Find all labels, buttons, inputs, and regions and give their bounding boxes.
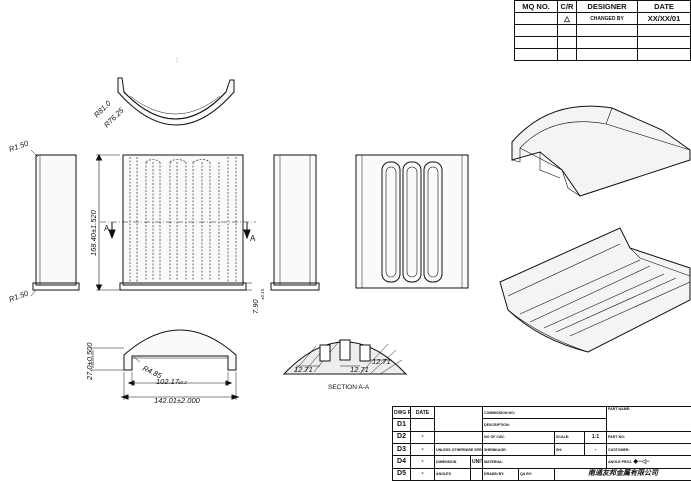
header-designer: DESIGNER — [576, 0, 638, 13]
rev-d5-dash: - — [410, 467, 435, 481]
inner-width-tol: ±0.2 — [178, 380, 187, 385]
revision-row: △ CHANGED BY XX/XX/01 — [514, 12, 691, 25]
description-label: DESCRIPTION: — [481, 418, 608, 432]
slot-width-dim-1: 12.71 — [294, 365, 313, 374]
shrinkage-label: SHRINKAGE: — [482, 442, 555, 457]
commission-label: COMMISSION NO: — [481, 405, 608, 420]
dwg-rev-label: DWG REV — [392, 405, 411, 420]
rev-d2: D2 — [392, 430, 411, 444]
header-mq-no: MQ NO. — [514, 0, 558, 13]
no-of-cav-label: NO OF CAV: — [482, 430, 555, 444]
header-date: DATE — [637, 0, 691, 13]
drawn-by-label: DRAWN BY: — [482, 467, 519, 481]
inner-width-dim: 102.17 — [156, 377, 180, 386]
scale-label: SCALE: — [554, 430, 585, 444]
section-a-a — [282, 339, 408, 375]
angle-proj-label: ANGLE PROJ. — [608, 459, 633, 464]
rev-d3: D3 — [392, 442, 411, 457]
customer-label: CUSTOMER: — [606, 442, 691, 457]
top-height-dim: 27.0±0.500 — [85, 342, 94, 381]
revision-mq-cell — [514, 12, 558, 25]
bottom-view — [90, 329, 240, 400]
revision-empty-row — [514, 24, 691, 37]
section-label: SECTION A-A — [328, 384, 370, 391]
date-label: DATE — [410, 405, 435, 420]
part-name-label: PART NAME: — [606, 406, 691, 432]
sh-label: SH: — [554, 442, 585, 457]
rev-d4: D4 — [392, 455, 411, 469]
rev-d3-dash: - — [410, 442, 435, 457]
isometric-bottom — [499, 227, 691, 353]
title-block: DWG REV DATE COMMISSION NO: PART NAME: D… — [392, 405, 691, 481]
slot-width-dim-3: 12.71 — [372, 357, 391, 366]
dimension-label: DIMENSION — [434, 455, 471, 469]
header-cr: C/R — [557, 0, 577, 13]
edge-radius-bottom-dim: R1.50 — [8, 288, 31, 304]
sh-value: - — [583, 442, 608, 457]
rev-d1: D1 — [392, 418, 411, 432]
revision-delta-icon: △ — [557, 12, 577, 25]
left-side-view — [30, 149, 80, 297]
isometric-top — [511, 105, 691, 197]
angles-label: ANGLES — [434, 467, 471, 481]
top-view-arc — [117, 77, 235, 126]
height-dim: 168.40±1.520 — [89, 209, 98, 256]
revision-empty-row — [514, 48, 691, 61]
edge-radius-top-dim: R1.50 — [8, 138, 31, 154]
scale-value: 1:1 — [583, 430, 608, 444]
revision-date: XX/XX/01 — [637, 12, 691, 25]
rev-d5: D5 — [392, 467, 411, 481]
back-view — [355, 154, 469, 289]
revision-header-row: MQ NO. C/R DESIGNER DATE — [514, 0, 691, 13]
revision-changed-by: CHANGED BY — [576, 12, 638, 25]
revision-table: MQ NO. C/R DESIGNER DATE △ CHANGED BY XX… — [514, 0, 691, 61]
rev-d4-dash: - — [410, 455, 435, 469]
company-name: 南通友邦金属有限公司 — [553, 467, 691, 481]
center-mark: : — [176, 57, 178, 64]
rev-d2-dash: - — [410, 430, 435, 444]
material-label: MATERIAL: — [481, 455, 608, 469]
revision-empty-row — [514, 36, 691, 49]
unit-label: UNIT — [470, 455, 483, 469]
projection-symbol-icon: ◆−◁− — [633, 458, 650, 465]
qa-by-label: QA BY: — [518, 467, 555, 481]
base-thickness-dim: 7.90 — [251, 299, 260, 314]
base-thickness-tol: ±0.15 — [260, 288, 265, 300]
angle-proj: ANGLE PROJ. ◆−◁− — [606, 455, 691, 469]
section-marker-right: A — [250, 234, 256, 243]
part-no-label: PART NO: — [606, 430, 691, 444]
tolerance-note: UNLESS OTHERWISE SPECIFIED TOLERANCE — [434, 442, 483, 457]
right-side-view — [270, 154, 320, 291]
section-marker-left: A — [104, 224, 110, 233]
outer-width-dim: 142.01±2.000 — [154, 396, 201, 405]
front-view — [95, 153, 256, 292]
slot-width-dim-2: 12.71 — [350, 365, 369, 374]
